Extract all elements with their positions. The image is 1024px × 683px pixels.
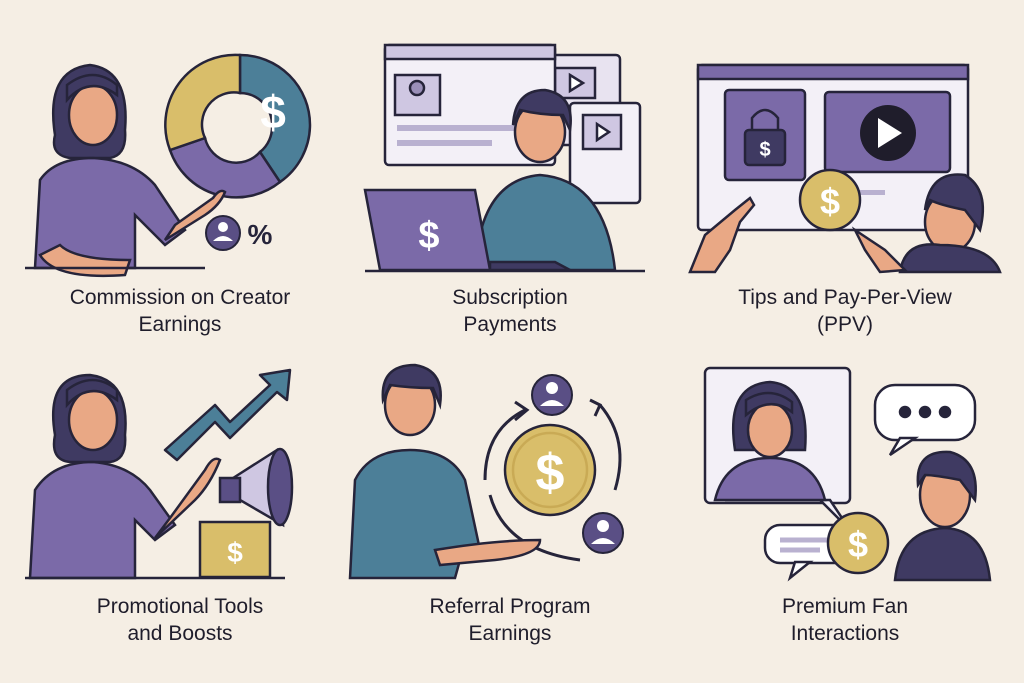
cycle-arrows-icon [483, 398, 622, 562]
panel-promotional: $ Promotional Tools and Boosts [15, 350, 345, 680]
browser-window-icon [383, 43, 642, 205]
caption-line: (PPV) [816, 313, 873, 336]
svg-text:$: $ [759, 139, 770, 161]
woman-figure [713, 380, 827, 502]
tips-ppv-illustration: $ $ [688, 63, 1002, 274]
svg-text:$: $ [227, 537, 243, 568]
laptop-icon: $ [363, 188, 571, 272]
panel-subscription: $ Subscription Payments [345, 40, 675, 370]
svg-text:%: % [248, 219, 273, 250]
man-figure [893, 450, 992, 582]
coin-icon: $ [503, 423, 597, 517]
coin-icon: $ [798, 168, 862, 232]
caption-line: Premium Fan [781, 595, 909, 618]
caption-line: Interactions [790, 622, 900, 645]
woman-figure [28, 373, 222, 580]
caption-line: Tips and Pay-Per-View [738, 286, 952, 309]
caption: Referral Program Earnings [345, 593, 675, 647]
caption: Tips and Pay-Per-View (PPV) [680, 284, 1010, 338]
promotional-illustration: $ [25, 368, 294, 580]
panel-commission: $ % Commission on Creator Earnings [15, 40, 345, 370]
man-figure [348, 363, 542, 580]
caption-line: Payments [463, 313, 557, 336]
donut-chart-icon [164, 53, 312, 199]
referral-illustration: $ [348, 363, 624, 580]
caption: Subscription Payments [345, 284, 675, 338]
caption-line: Commission on Creator [69, 286, 291, 309]
play-icon [860, 105, 916, 161]
coin-icon: $ [826, 511, 890, 575]
user-icon [531, 374, 573, 416]
svg-text:$: $ [848, 524, 868, 565]
chat-bubble-icon [873, 383, 977, 457]
caption-line: Referral Program [429, 595, 591, 618]
caption: Commission on Creator Earnings [15, 284, 345, 338]
svg-text:$: $ [536, 444, 565, 502]
fan-interactions-illustration: $ [703, 366, 992, 582]
panel-fan-interactions: $ Premium Fan Interactions [680, 350, 1010, 680]
user-percent-icon: % [205, 215, 273, 251]
caption: Promotional Tools and Boosts [15, 593, 345, 647]
trend-arrow-icon [163, 368, 292, 462]
caption-line: Promotional Tools [96, 595, 264, 618]
panel-tips-ppv: $ $ Tips and Pay-Per-View (PPV) [680, 40, 1010, 370]
hand-figure [688, 196, 756, 274]
caption: Premium Fan Interactions [680, 593, 1010, 647]
caption-line: Subscription [452, 286, 568, 309]
caption-line: Earnings [468, 622, 552, 645]
commission-illustration: $ % [25, 53, 312, 278]
megaphone-icon [218, 447, 294, 528]
dollar-icon: $ [260, 86, 286, 138]
caption-line: Earnings [138, 313, 222, 336]
subscription-illustration: $ [363, 43, 645, 273]
man-figure [473, 88, 617, 272]
caption-line: and Boosts [127, 622, 233, 645]
dollar-icon: $ [418, 215, 439, 257]
user-icon [582, 512, 624, 554]
man-figure [851, 173, 1002, 274]
dollar-box-icon: $ [198, 520, 272, 579]
svg-text:$: $ [820, 181, 840, 222]
lock-icon: $ [743, 108, 787, 167]
panel-referral: $ Referral Program Earnings [345, 350, 675, 680]
